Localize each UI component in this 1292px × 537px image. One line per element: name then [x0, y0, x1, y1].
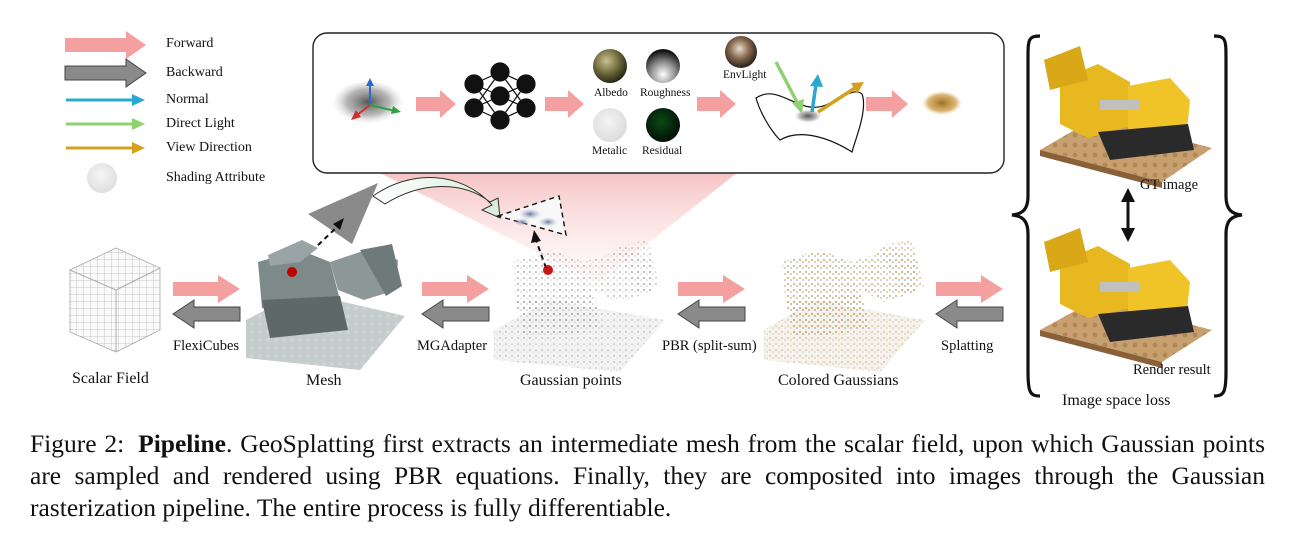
roughness-sphere-icon	[646, 49, 680, 83]
pbr-label: PBR (split-sum)	[662, 338, 757, 354]
legend-forward-label: Forward	[166, 36, 214, 51]
colored-gaussians-label: Colored Gaussians	[778, 372, 899, 389]
envlight-label: EnvLight	[723, 69, 767, 81]
direct-light-ray	[774, 61, 800, 105]
metalic-sphere-icon	[593, 108, 627, 142]
albedo-label: Albedo	[594, 87, 628, 99]
gt-image-label: GT image	[1140, 177, 1199, 193]
flexicubes-label: FlexiCubes	[173, 338, 240, 354]
view-direction-arrow-icon	[66, 142, 145, 154]
inset-forward-arrow-3	[697, 90, 736, 118]
mlp-network-icon	[464, 62, 536, 130]
caption-text: . GeoSplatting first extracts an interme…	[30, 429, 1265, 522]
gaussian-points-label: Gaussian points	[520, 372, 622, 389]
legend-normal-label: Normal	[166, 92, 209, 107]
normal-ray	[810, 83, 818, 113]
legend-view-direction-label: View Direction	[166, 140, 252, 155]
inset-forward-arrow-2	[545, 90, 584, 118]
legend-direct-light-label: Direct Light	[166, 116, 235, 131]
inset-forward-arrow-4	[866, 90, 908, 118]
splatting-arrows	[935, 275, 1004, 329]
mesh-triangle-icon	[308, 183, 378, 244]
metalic-label: Metalic	[592, 145, 628, 157]
flexicubes-arrows	[172, 275, 241, 329]
residual-label: Residual	[642, 145, 683, 157]
albedo-sphere-icon	[593, 49, 627, 83]
envlight-sphere-icon	[725, 36, 757, 68]
residual-sphere-icon	[646, 108, 680, 142]
direct-light-arrow-icon	[66, 118, 145, 130]
view-direction-ray	[817, 86, 856, 114]
normal-arrow-icon	[66, 94, 145, 106]
gt-image	[1040, 46, 1212, 188]
curved-sampling-arrow	[372, 177, 501, 219]
local-axes-icon	[351, 78, 401, 120]
legend-backward-label: Backward	[166, 65, 223, 80]
colored-gaussians-bulldozer-icon	[764, 240, 925, 372]
mesh-bulldozer-icon	[246, 240, 405, 370]
comparison-double-arrow	[1121, 188, 1135, 242]
scalar-field-cube-icon	[69, 247, 161, 353]
pipeline-figure: Forward Backward Normal Direct Light Vie…	[64, 31, 1243, 409]
right-brace	[1213, 34, 1243, 398]
forward-arrow-icon	[65, 31, 146, 59]
inset-forward-arrow-1	[416, 90, 456, 118]
legend	[64, 31, 147, 193]
mesh-label: Mesh	[306, 372, 342, 389]
caption-title: Pipeline	[138, 429, 226, 458]
gaussian-triangle-icon	[495, 195, 567, 236]
gaussian-blob-icon	[332, 80, 404, 124]
scalar-field-label: Scalar Field	[72, 370, 149, 387]
shading-attribute-icon	[87, 163, 117, 193]
colored-gaussian-blob-icon	[922, 91, 962, 115]
render-result-image	[1040, 228, 1212, 368]
splatting-label: Splatting	[941, 338, 994, 354]
image-space-loss-box	[1011, 34, 1243, 398]
pipeline-diagram	[64, 31, 1243, 398]
render-result-label: Render result	[1133, 362, 1211, 378]
legend-shading-attribute-label: Shading Attribute	[166, 170, 266, 185]
left-brace	[1011, 34, 1041, 398]
shading-inset-panel	[312, 32, 1005, 174]
mgadapter-arrows	[421, 275, 490, 329]
mgadapter-label: MGAdapter	[417, 338, 488, 354]
backward-arrow-icon	[64, 58, 147, 88]
pbr-arrows	[677, 275, 746, 329]
figure-caption: Figure 2: Pipeline. GeoSplatting first e…	[30, 428, 1265, 524]
roughness-label: Roughness	[640, 87, 691, 99]
gaussian-points-bulldozer-icon	[494, 240, 665, 372]
image-space-loss-label: Image space loss	[1062, 392, 1171, 409]
figure-number: Figure 2:	[30, 429, 125, 458]
